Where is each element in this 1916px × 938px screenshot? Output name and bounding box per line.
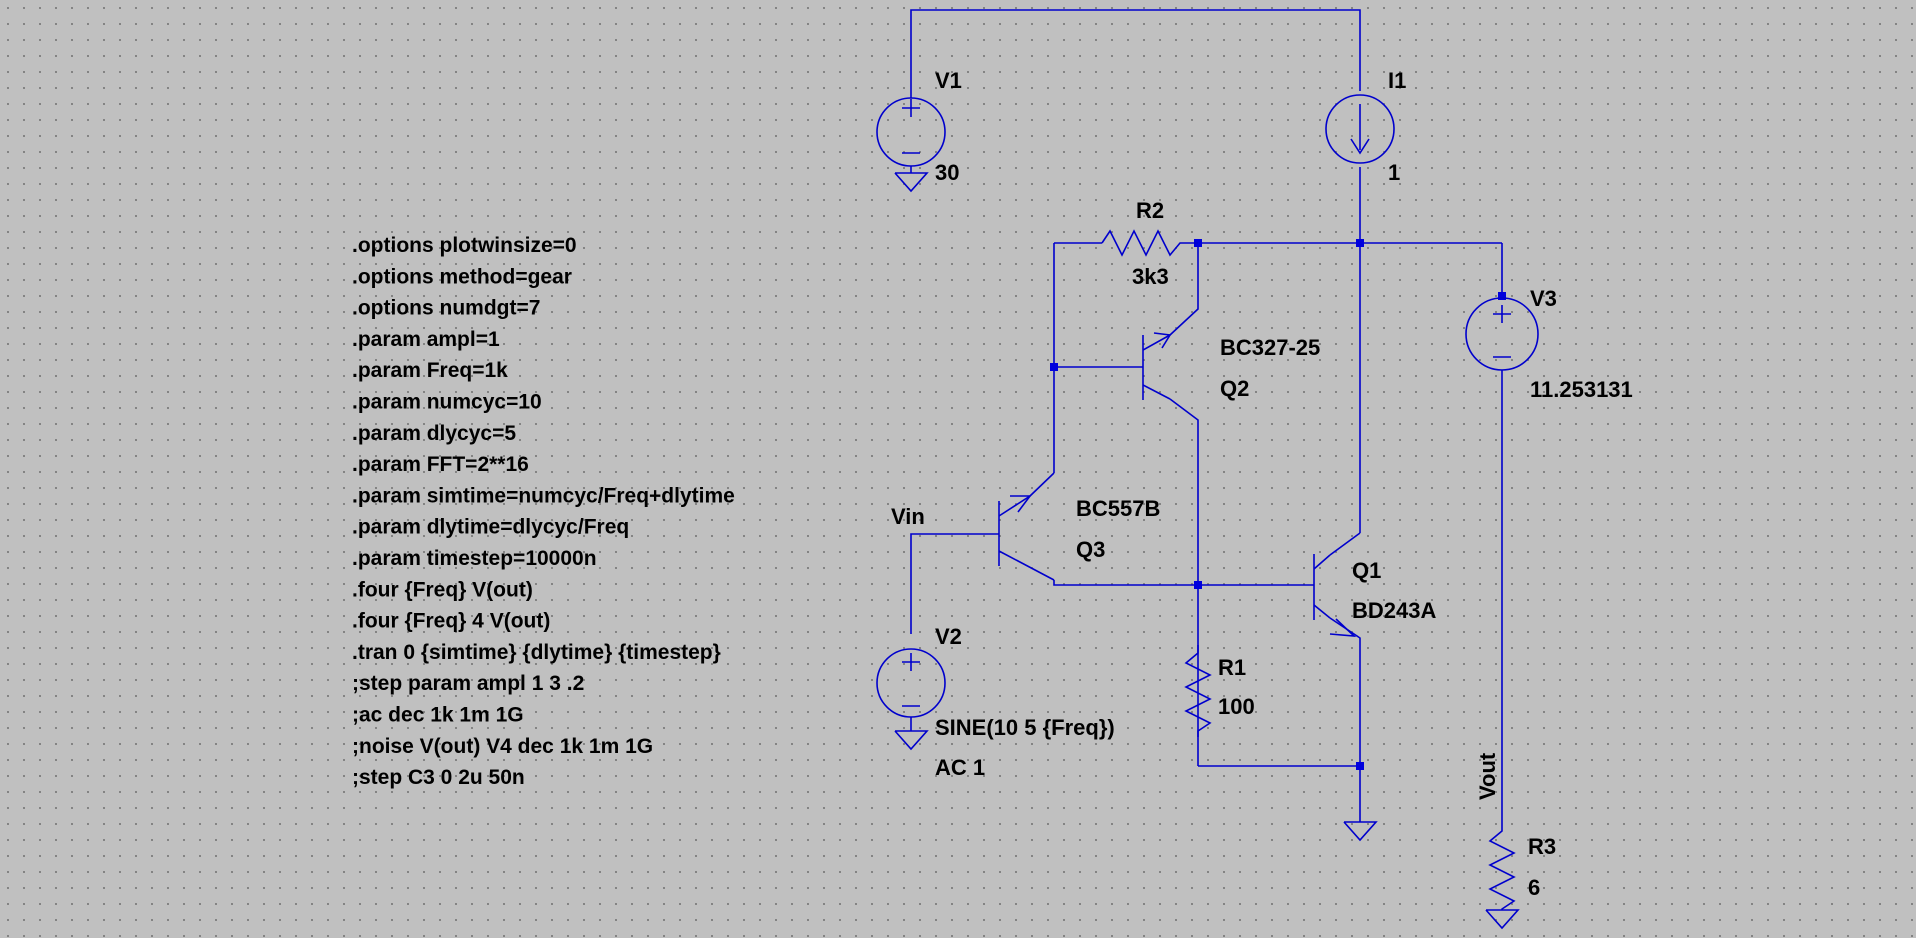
- v1-name: V1: [935, 68, 962, 93]
- v3-name: V3: [1530, 286, 1557, 311]
- node-v3-top: [1498, 292, 1506, 300]
- wire-q1-collector[interactable]: [1329, 532, 1361, 556]
- voltage-source-v1[interactable]: V1 30: [876, 68, 962, 193]
- voltage-source-v3[interactable]: V3 11.253131: [1465, 286, 1633, 402]
- wire-v1-top[interactable]: [910, 9, 1361, 94]
- directive-line[interactable]: .param dlytime=dlycyc/Freq: [352, 516, 629, 539]
- directive-line[interactable]: .param ampl=1: [352, 328, 500, 351]
- wire-q3-collector[interactable]: [1053, 580, 1314, 586]
- q1-name: Q1: [1352, 558, 1381, 583]
- v2-value: SINE(10 5 {Freq}): [935, 715, 1115, 740]
- wires[interactable]: [910, 9, 1503, 902]
- ground-icon: [894, 730, 929, 751]
- ground-icon: [894, 172, 929, 193]
- wire-q2-emitter[interactable]: [1169, 243, 1199, 336]
- transistor-q2[interactable]: BC327-25 Q2: [1142, 332, 1320, 401]
- v3-value: 11.253131: [1530, 377, 1633, 402]
- directive-line[interactable]: .param timestep=10000n: [352, 547, 597, 570]
- directive-line[interactable]: .param FFT=2**16: [352, 453, 529, 476]
- resistor-r2[interactable]: R2 3k3: [1101, 198, 1198, 289]
- q2-model: BC327-25: [1220, 335, 1320, 360]
- node-q1-base: [1194, 581, 1202, 589]
- net-label-vin: Vin: [891, 504, 925, 529]
- resistor-r1[interactable]: R1 100: [1184, 645, 1255, 766]
- wire-q2-collector[interactable]: [1169, 398, 1199, 737]
- directive-line[interactable]: .options method=gear: [352, 265, 572, 288]
- emitter-arrow-icon: [1153, 332, 1172, 349]
- r2-value: 3k3: [1132, 264, 1169, 289]
- directive-line[interactable]: .param numcyc=10: [352, 391, 542, 414]
- emitter-arrow-icon: [1329, 618, 1357, 637]
- directive-line[interactable]: .param simtime=numcyc/Freq+dlytime: [352, 484, 735, 507]
- ground-icon: [1343, 821, 1378, 842]
- i1-value: 1: [1388, 160, 1400, 185]
- directive-line[interactable]: .four {Freq} 4 V(out): [352, 610, 550, 633]
- directive-line[interactable]: .four {Freq} V(out): [352, 578, 533, 601]
- transistor-q3[interactable]: BC557B Q3: [998, 472, 1160, 581]
- directive-line[interactable]: .param dlycyc=5: [352, 422, 516, 445]
- node-q2-base: [1050, 363, 1058, 371]
- q3-name: Q3: [1076, 537, 1105, 562]
- resistor-r3[interactable]: R3 6: [1485, 823, 1556, 930]
- directive-line[interactable]: .options numdgt=7: [352, 297, 540, 320]
- current-source-i1[interactable]: I1 1: [1325, 68, 1406, 185]
- directive-line[interactable]: ;step param ampl 1 3 .2: [352, 672, 584, 695]
- v1-value: 30: [935, 160, 959, 185]
- emitter-arrow-icon: [1010, 495, 1032, 513]
- wire-q1-emitter[interactable]: [1329, 617, 1361, 806]
- directive-line[interactable]: ;noise V(out) V4 dec 1k 1m 1G: [352, 735, 653, 758]
- directive-line[interactable]: .param Freq=1k: [352, 359, 508, 382]
- spice-directives[interactable]: .options plotwinsize=0 .options method=ge…: [352, 234, 735, 789]
- directive-line[interactable]: .tran 0 {simtime} {dlytime} {timestep}: [352, 641, 721, 664]
- r3-value: 6: [1528, 875, 1540, 900]
- q2-name: Q2: [1220, 376, 1249, 401]
- node-ground-right: [1356, 762, 1364, 770]
- voltage-source-v2[interactable]: V2 SINE(10 5 {Freq}) AC 1: [876, 624, 1115, 780]
- v2-name: V2: [935, 624, 962, 649]
- v2-ac: AC 1: [935, 755, 985, 780]
- net-label-vout: Vout: [1475, 752, 1500, 800]
- transistor-q1[interactable]: Q1 BD243A: [1313, 554, 1436, 637]
- directive-line[interactable]: .options plotwinsize=0: [352, 234, 577, 257]
- node-i1: [1356, 239, 1364, 247]
- ground-icon: [1485, 909, 1520, 930]
- q3-model: BC557B: [1076, 496, 1160, 521]
- directive-line[interactable]: ;ac dec 1k 1m 1G: [352, 704, 524, 727]
- r1-value: 100: [1218, 694, 1255, 719]
- wire-vin[interactable]: [910, 533, 999, 634]
- r1-name: R1: [1218, 655, 1246, 680]
- directive-line[interactable]: ;step C3 0 2u 50n: [352, 766, 525, 789]
- r3-name: R3: [1528, 834, 1556, 859]
- q1-model: BD243A: [1352, 598, 1436, 623]
- i1-name: I1: [1388, 68, 1406, 93]
- r2-name: R2: [1136, 198, 1164, 223]
